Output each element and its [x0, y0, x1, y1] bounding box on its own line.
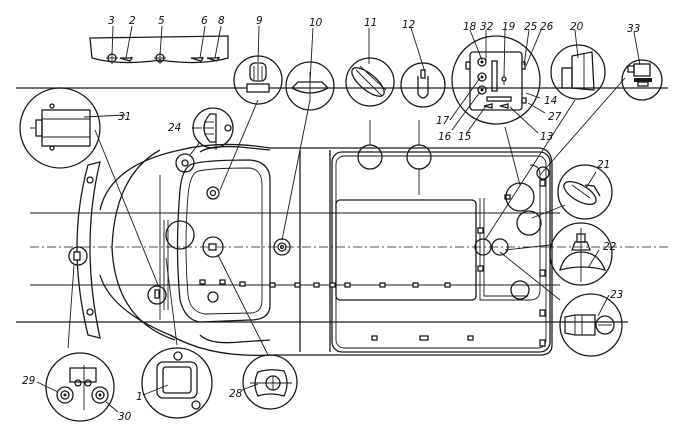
callout-26: 26 — [540, 21, 554, 33]
callout-13: 13 — [540, 131, 553, 143]
vehicle-markers — [68, 144, 550, 305]
callout-31: 31 — [118, 111, 131, 123]
callout-28: 28 — [229, 388, 243, 400]
callout-27: 27 — [548, 111, 562, 123]
callout-29: 29 — [22, 375, 36, 387]
detail-23-bulb — [559, 293, 623, 357]
callout-labels: 3 2 5 6 8 9 10 11 12 18 32 19 25 26 20 3… — [22, 15, 640, 423]
detail-20-headlamp — [550, 44, 606, 100]
callout-14: 14 — [544, 95, 557, 107]
callout-10: 10 — [309, 17, 323, 29]
label-leaders — [36, 25, 641, 413]
detail-fuse-panel — [89, 35, 229, 64]
callout-17: 17 — [436, 115, 450, 127]
callout-12: 12 — [402, 19, 416, 31]
detail-9-beacon — [233, 55, 283, 105]
detail-28-plug — [242, 354, 298, 410]
callout-18: 18 — [463, 21, 477, 33]
detail-22-ceiling-lamp — [549, 222, 613, 286]
callout-2: 2 — [129, 15, 136, 27]
detail-1-cover — [141, 347, 213, 419]
callout-22: 22 — [603, 241, 617, 253]
harness-connectors — [199, 179, 546, 347]
callout-30: 30 — [118, 411, 132, 423]
callout-1: 1 — [136, 391, 143, 403]
leader-lines — [67, 77, 626, 356]
callout-8: 8 — [218, 15, 225, 27]
callout-24: 24 — [168, 122, 181, 134]
reference-lines — [16, 87, 668, 323]
detail-10-dome-light — [285, 61, 335, 111]
callout-6: 6 — [201, 15, 208, 27]
detail-29-30-terminals — [45, 352, 115, 422]
callout-11: 11 — [364, 17, 377, 29]
detail-21-side-lamp — [557, 164, 613, 220]
callout-16: 16 — [438, 131, 452, 143]
detail-33-relay — [621, 59, 663, 101]
callout-20: 20 — [570, 21, 584, 33]
detail-31-horn — [19, 87, 101, 169]
callout-23: 23 — [610, 289, 623, 301]
callout-33: 33 — [627, 23, 640, 35]
callout-21: 21 — [597, 159, 610, 171]
callout-9: 9 — [256, 15, 263, 27]
callout-19: 19 — [502, 21, 516, 33]
detail-12-socket — [400, 62, 446, 108]
detail-switch-box — [451, 35, 541, 125]
detail-11-lamp — [345, 57, 395, 107]
callout-5: 5 — [158, 15, 165, 27]
callout-25: 25 — [524, 21, 538, 33]
callout-15: 15 — [458, 131, 472, 143]
callout-32: 32 — [480, 21, 494, 33]
vehicle-body — [76, 143, 553, 356]
callout-3: 3 — [108, 15, 115, 27]
